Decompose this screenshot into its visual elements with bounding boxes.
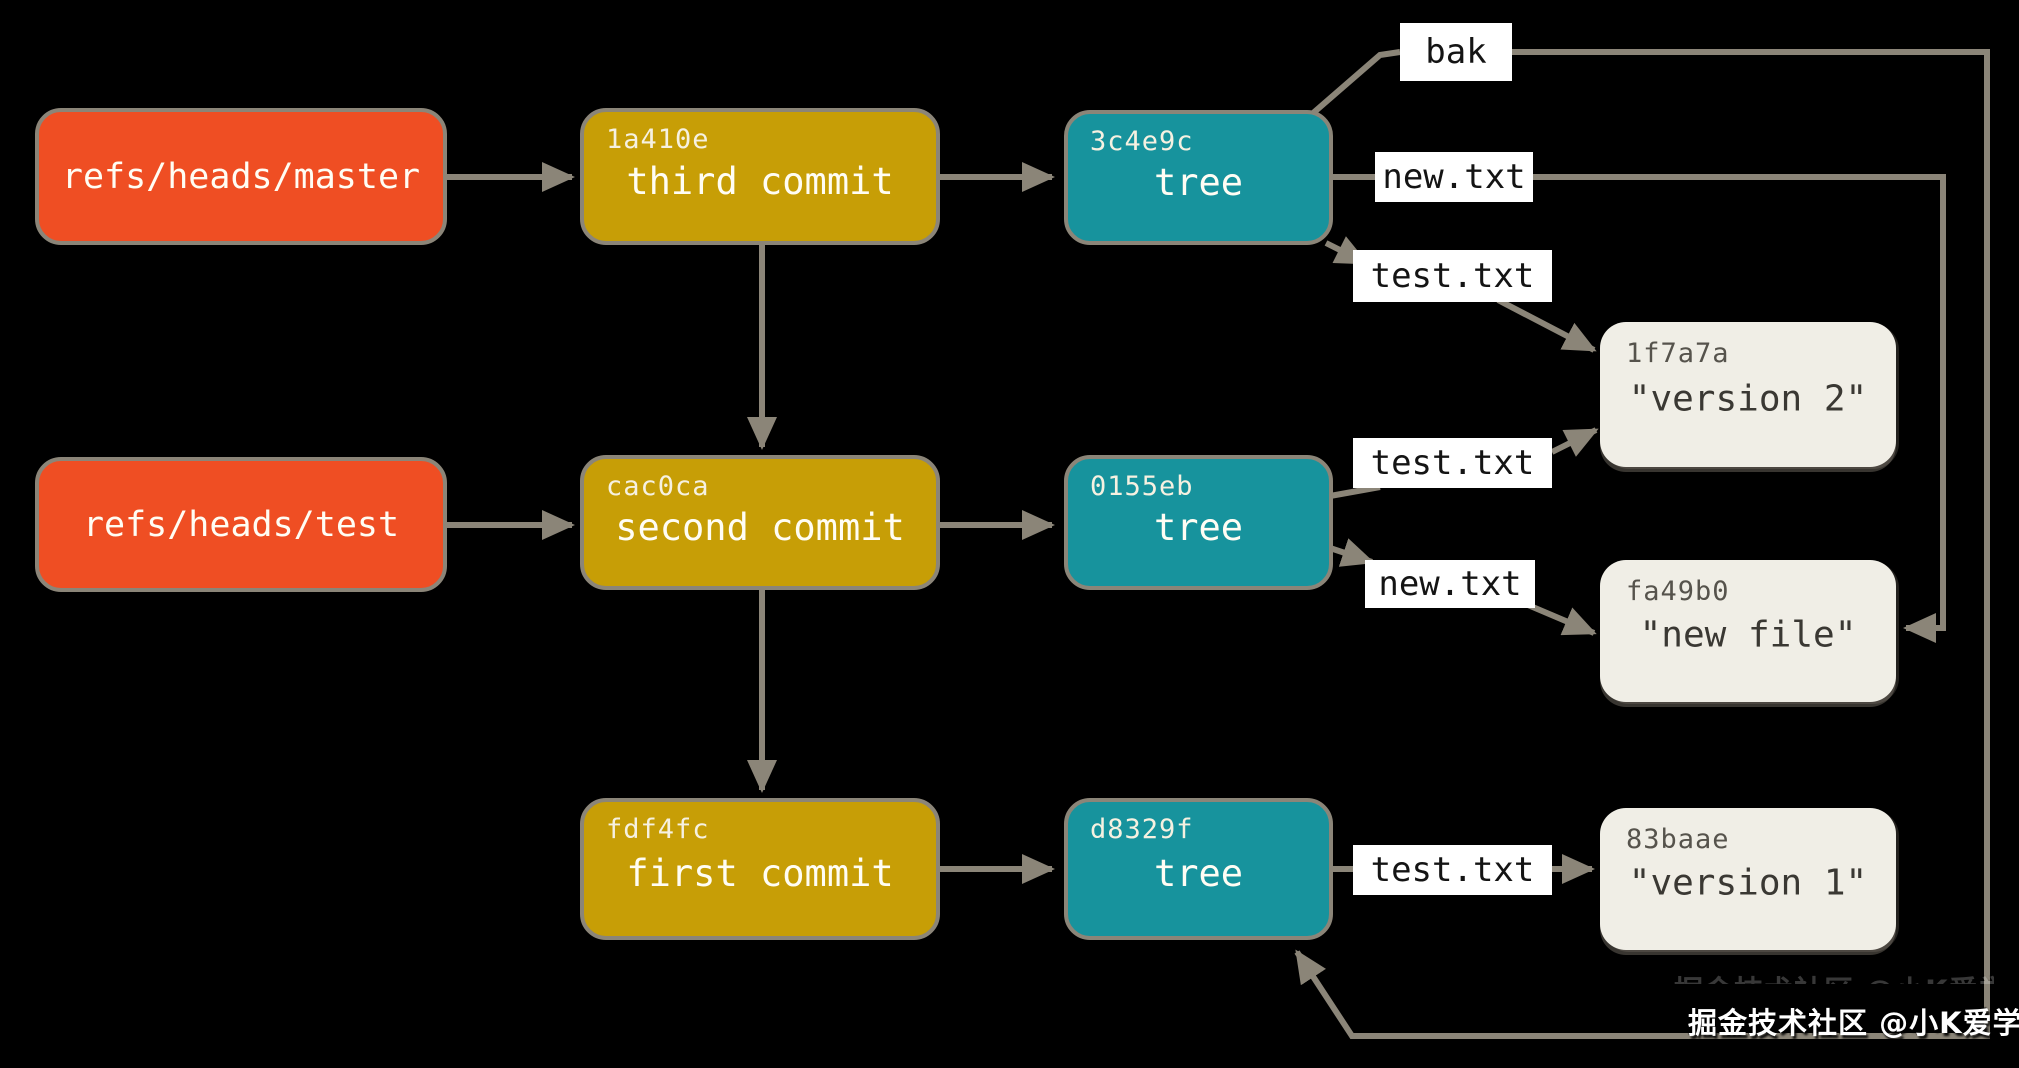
blob-version2-hash: 1f7a7a: [1626, 338, 1730, 369]
edge-label-bak: bak: [1400, 23, 1512, 81]
ref-test-label: refs/heads/test: [82, 504, 400, 545]
blob-version1-label: "version 1": [1628, 862, 1868, 904]
edge-tree-to-testtxt-mid: [1329, 484, 1381, 499]
watermark: 掘金技术社区 @小K爱学习: [1688, 1006, 2019, 1040]
commit-third-hash: 1a410e: [606, 124, 710, 155]
edge-testtxt-mid-to-version2: [1550, 427, 1599, 457]
tree-second-hash: 0155eb: [1090, 471, 1194, 502]
blob-newfile-hash: fa49b0: [1626, 576, 1730, 607]
tree-third-hash: 3c4e9c: [1090, 126, 1194, 157]
blob-version1-hash: 83baae: [1626, 824, 1730, 855]
node-commit-first: fdf4fc first commit: [580, 798, 940, 940]
commit-second-label: second commit: [615, 505, 905, 549]
edge-newtxt-mid-to-newfile: [1526, 602, 1597, 636]
node-blob-version2: 1f7a7a "version 2": [1600, 322, 1896, 467]
node-ref-master: refs/heads/master: [35, 108, 447, 245]
node-blob-newfile: fa49b0 "new file": [1600, 560, 1896, 702]
edge-label-new-txt-mid: new.txt: [1365, 560, 1535, 608]
node-commit-second: cac0ca second commit: [580, 455, 940, 590]
edge-label-test-txt-top: test.txt: [1353, 250, 1552, 302]
edge-label-test-txt-mid: test.txt: [1353, 438, 1552, 488]
ref-master-label: refs/heads/master: [61, 156, 421, 197]
tree-first-hash: d8329f: [1090, 814, 1194, 845]
edge-tree-to-bak-label: [1310, 49, 1401, 117]
node-ref-test: refs/heads/test: [35, 457, 447, 592]
blob-newfile-label: "new file": [1639, 614, 1857, 656]
edge-bak-loop-to-firsttree: [1294, 49, 1990, 1039]
edge-testtxt-top-to-version2: [1496, 297, 1597, 353]
node-tree-first: d8329f tree: [1064, 798, 1333, 940]
node-tree-second: 0155eb tree: [1064, 455, 1333, 590]
commit-first-hash: fdf4fc: [606, 814, 710, 845]
commit-third-label: third commit: [626, 159, 894, 203]
watermark-ghost: 掘金技术社区 @小K爱学习: [1674, 974, 2019, 1008]
edge-label-new-txt-top: new.txt: [1375, 152, 1533, 202]
edge-label-test-txt-bottom: test.txt: [1353, 845, 1552, 895]
commit-first-label: first commit: [626, 851, 894, 895]
commit-second-hash: cac0ca: [606, 471, 710, 502]
edge-newtxt-top-to-newfile: [1333, 174, 1946, 643]
tree-third-label: tree: [1153, 160, 1244, 204]
node-commit-third: 1a410e third commit: [580, 108, 940, 245]
edge-tree-to-newtxt-mid: [1329, 538, 1375, 567]
tree-second-label: tree: [1153, 505, 1244, 549]
node-blob-version1: 83baae "version 1": [1600, 808, 1896, 950]
tree-first-label: tree: [1153, 851, 1244, 895]
blob-version2-label: "version 2": [1628, 378, 1868, 420]
node-tree-third: 3c4e9c tree: [1064, 110, 1333, 245]
